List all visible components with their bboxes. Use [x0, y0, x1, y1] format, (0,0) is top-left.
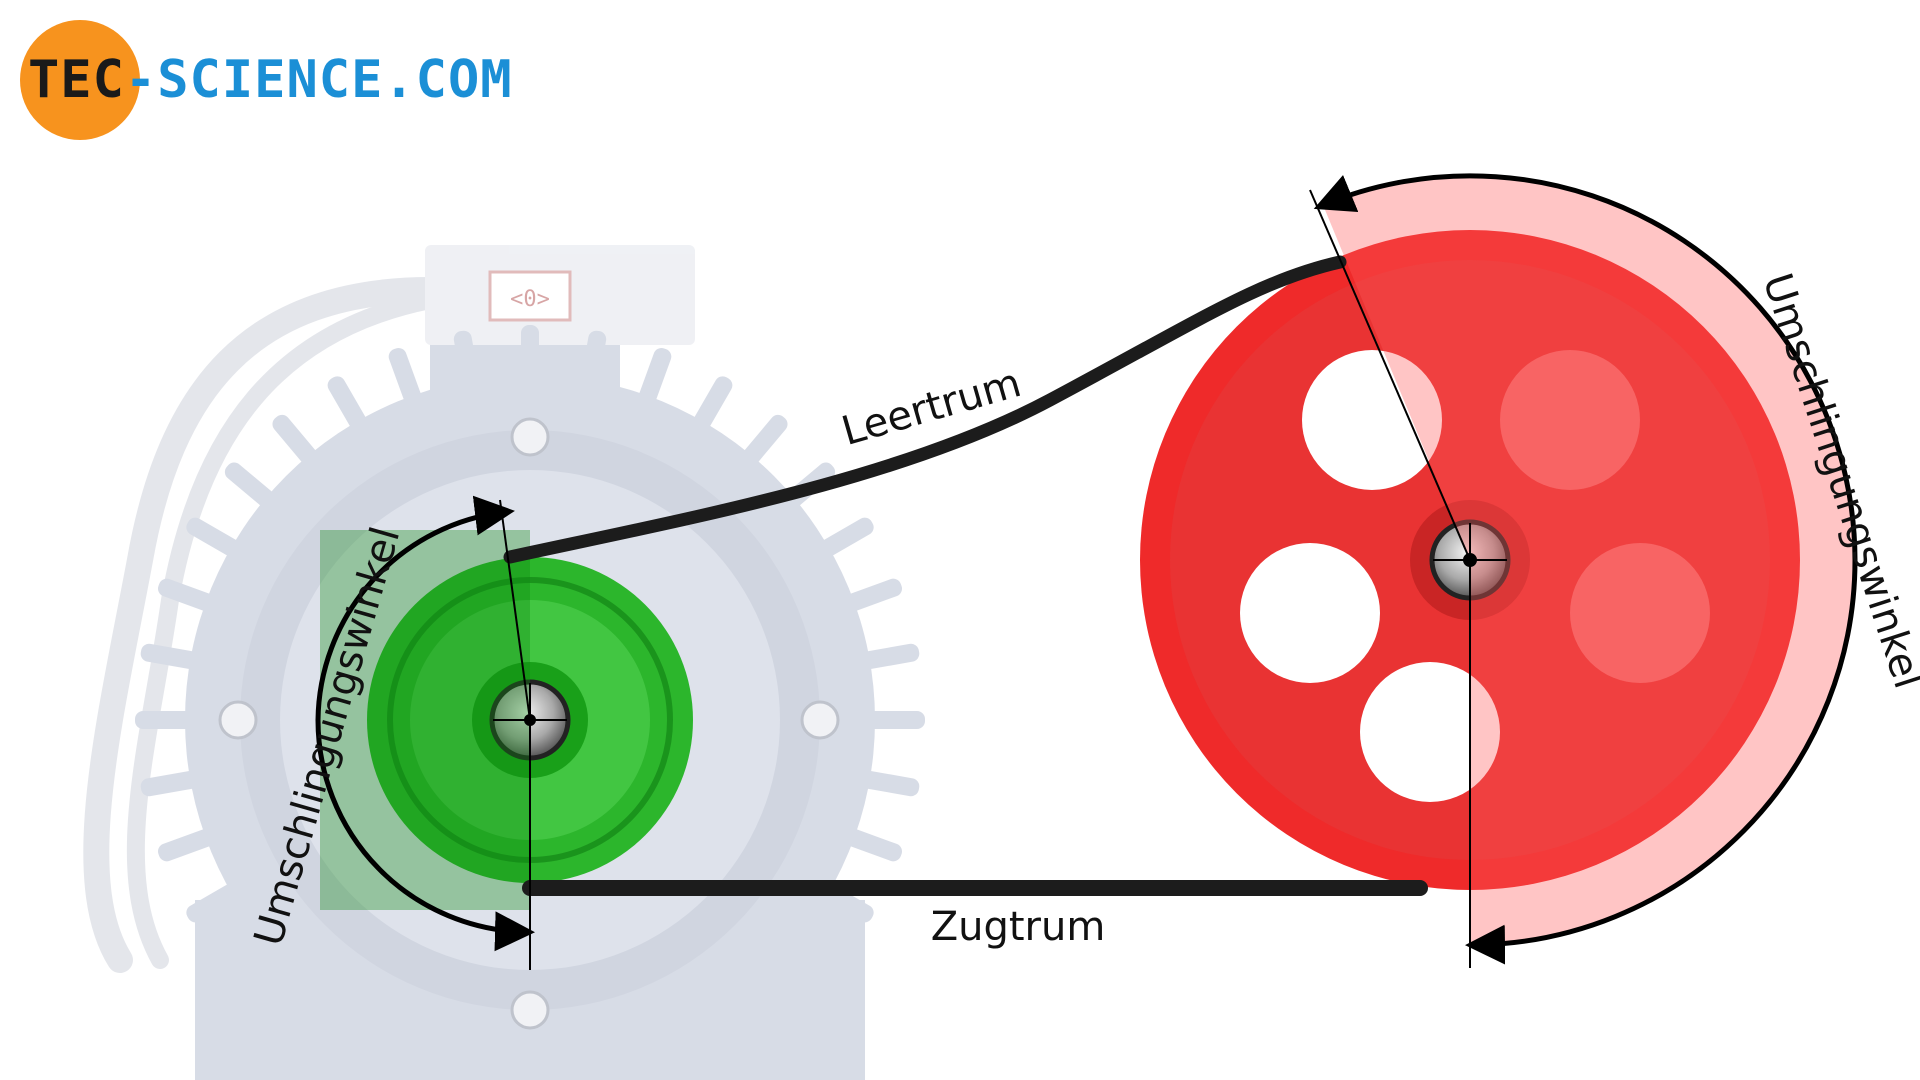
- small-pulley-ref-line-top: [499, 499, 531, 721]
- logo-text-science: -SCIENCE: [124, 50, 384, 110]
- hole-3: [1360, 662, 1500, 802]
- belt: [503, 255, 1428, 896]
- motor-cable-2: [126, 291, 439, 969]
- hole-2: [1240, 543, 1380, 683]
- large-wrap-angle-arrow-bottom: [1465, 559, 1858, 965]
- bolt-top: [510, 417, 550, 457]
- motor-cable: [83, 277, 443, 973]
- large-wrap-angle-arrow: [1313, 173, 1858, 561]
- large-pulley-centre-dot: [1463, 553, 1477, 567]
- bolt-left: [218, 700, 258, 740]
- label-slack-side: Leertrum: [837, 360, 1026, 455]
- wrap-angle-arrows: [315, 173, 1858, 965]
- small-pulley-centre-dot: [524, 714, 536, 726]
- bolt-bottom: [510, 990, 550, 1030]
- logo-circle: [20, 20, 140, 140]
- hole-5: [1570, 543, 1710, 683]
- small-wrap-angle-arrow-top: [315, 495, 515, 721]
- belt-slack-side: [503, 255, 1347, 564]
- logo-text: TEC-SCIENCE.COM: [28, 54, 513, 106]
- logo-text-tec: TEC: [28, 50, 125, 110]
- large-pulley-ref-line-top: [1309, 189, 1471, 561]
- large-pulley-holes: [1240, 350, 1710, 802]
- bolt-right: [800, 700, 840, 740]
- label-tight-side: Zugtrum: [931, 904, 1106, 950]
- reference-lines: [493, 189, 1507, 970]
- logo: TEC-SCIENCE.COM: [20, 20, 580, 140]
- terminal-box-label: <0>: [510, 287, 550, 312]
- terminal-box-plate: [488, 270, 572, 322]
- hole-4: [1500, 350, 1640, 490]
- logo-text-com: .COM: [383, 50, 513, 110]
- large-pulley-wrap-sector: [1323, 175, 1857, 946]
- hole-1: [1302, 350, 1442, 490]
- flange-bolts: [218, 417, 840, 1030]
- small-wrap-angle-arrow-bottom: [315, 719, 535, 952]
